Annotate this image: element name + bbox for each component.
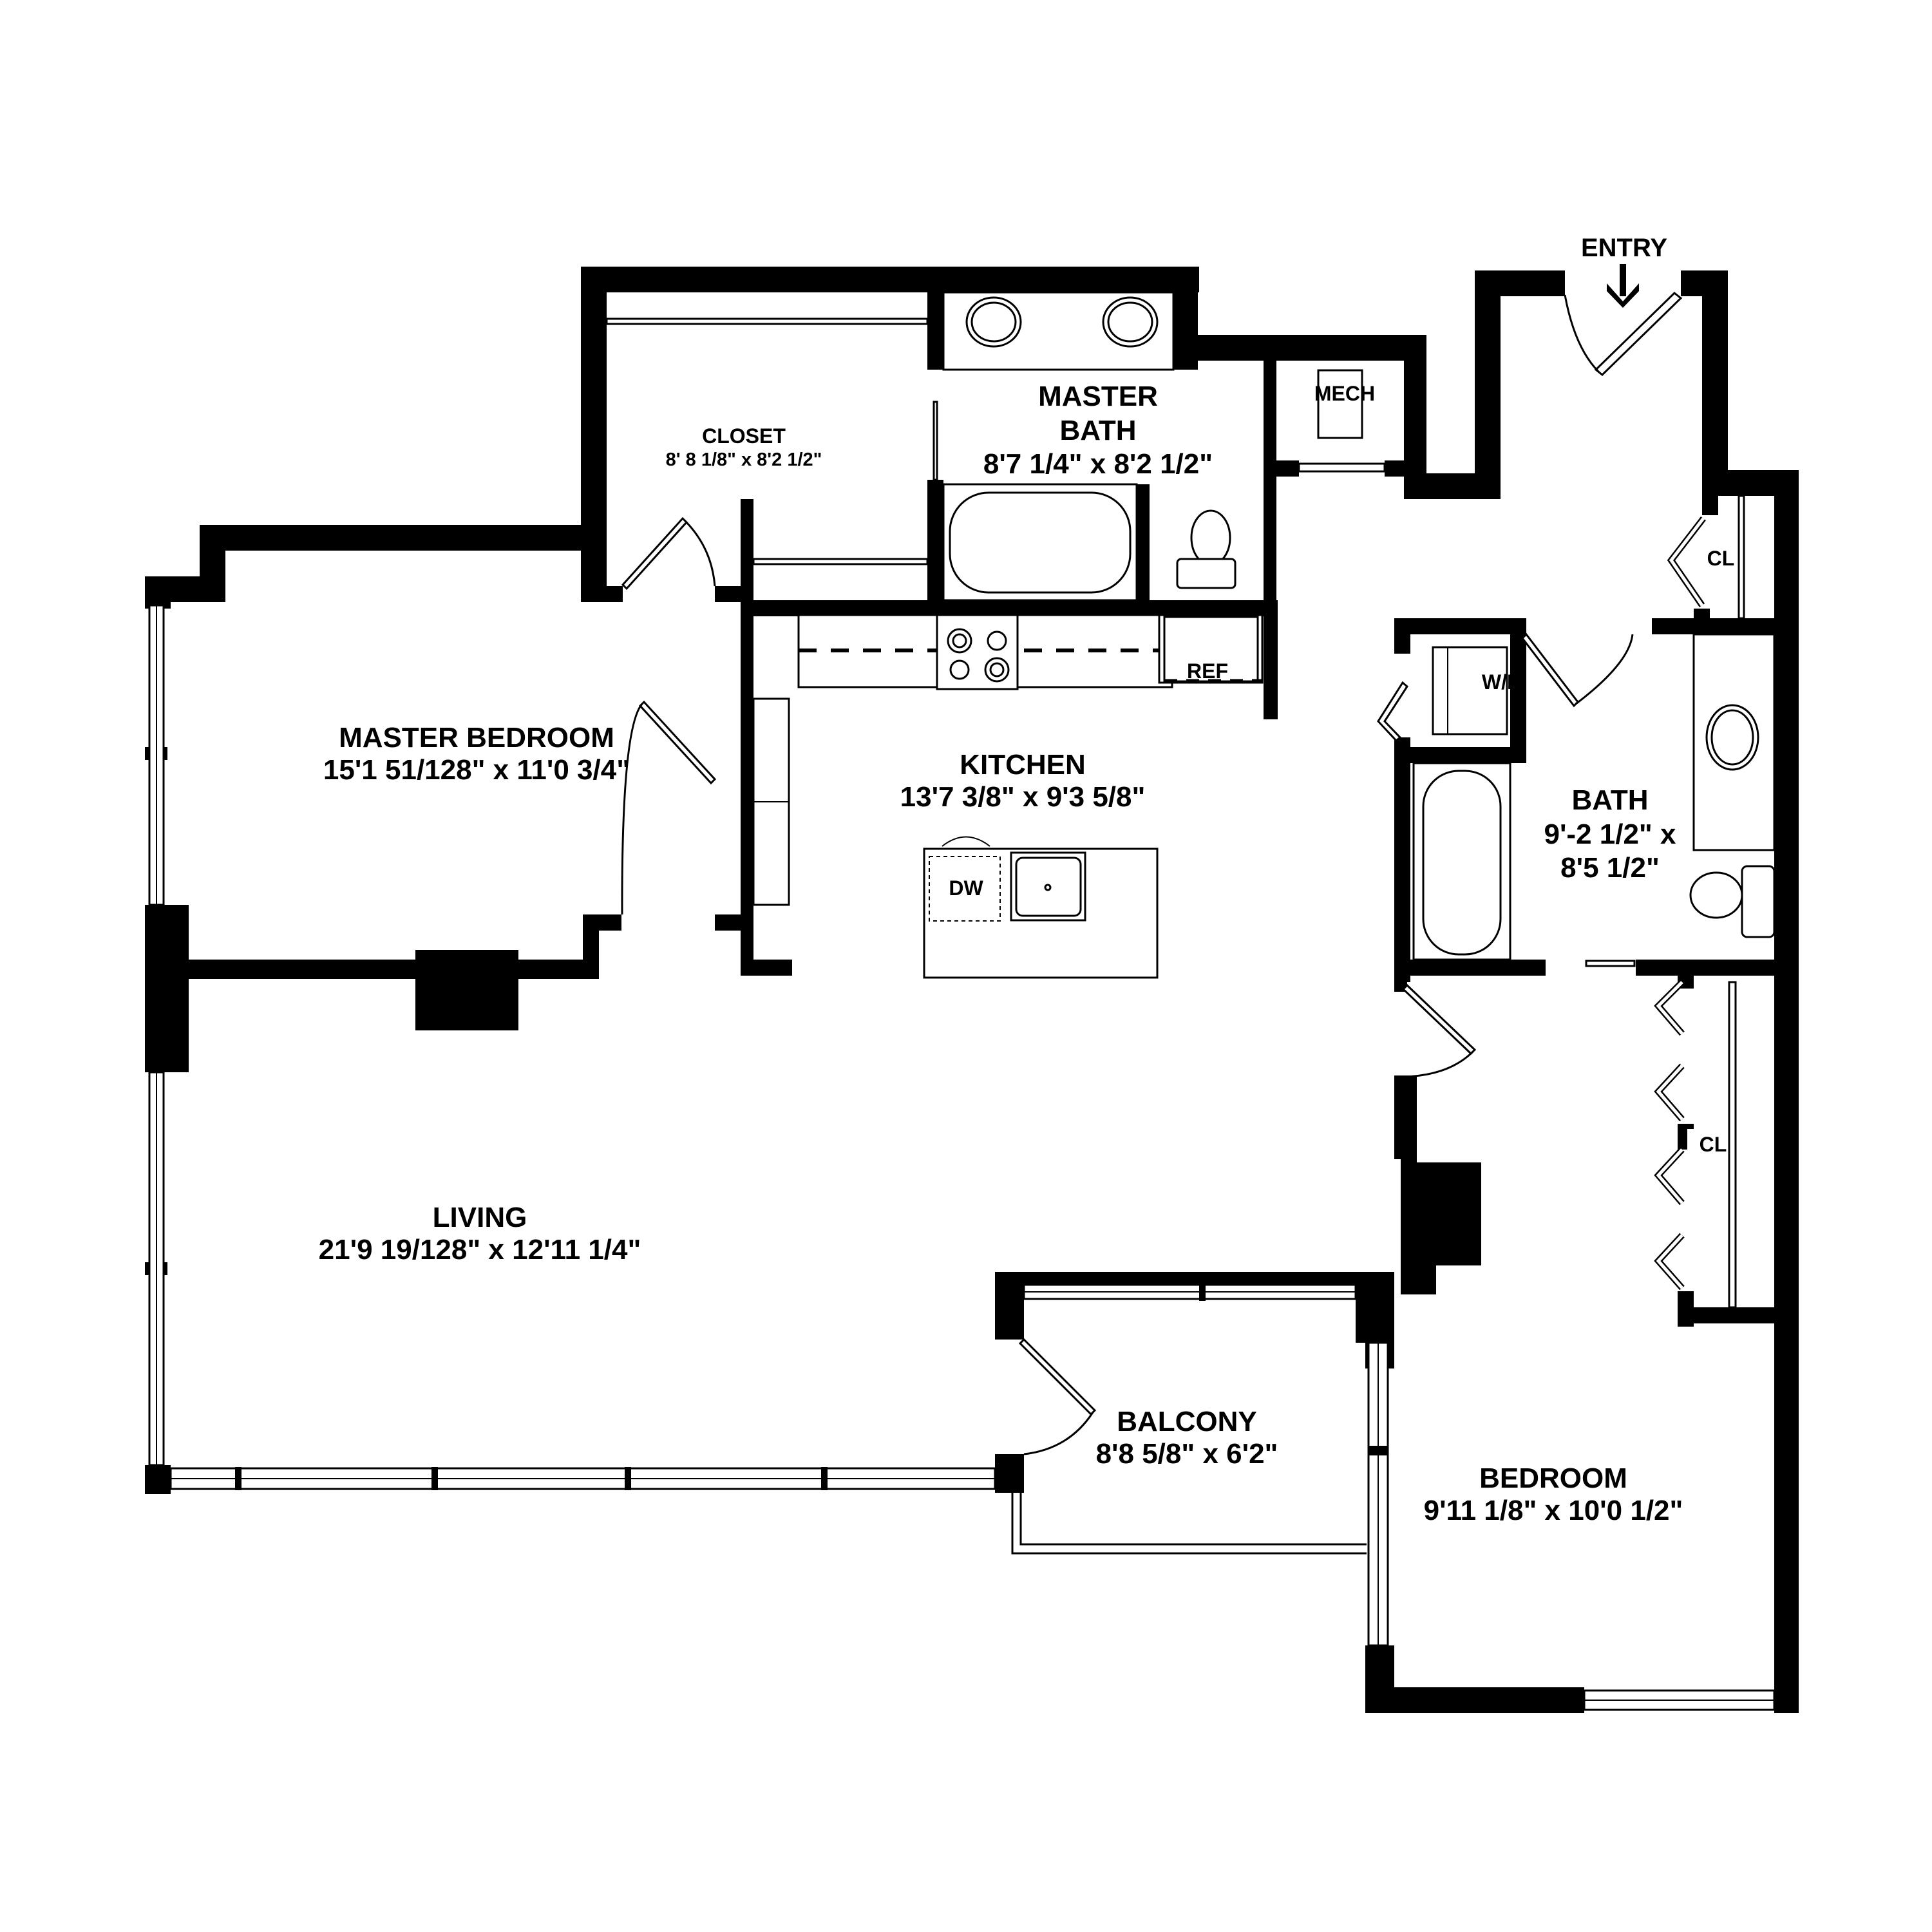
master-bath-dimensions: 8'7 1/4" x 8'2 1/2" — [983, 448, 1213, 480]
doors — [621, 292, 1706, 1455]
bathtub-icon — [1422, 770, 1502, 956]
range-icon — [936, 614, 1019, 690]
entry-label: ENTRY — [1581, 234, 1667, 262]
windows — [148, 462, 1776, 1711]
master-bedroom-door[interactable] — [621, 700, 717, 915]
bedroom-closet-label: CL — [1700, 1133, 1727, 1156]
entry-closet-door[interactable] — [1667, 516, 1706, 607]
bedroom-closet-doors[interactable] — [1654, 980, 1685, 1291]
fixtures — [605, 291, 1776, 1309]
ref-label: REF — [1187, 659, 1228, 683]
bedroom-door[interactable] — [1401, 983, 1477, 1078]
entry-closet-label: CL — [1707, 547, 1735, 570]
arrow-down-icon — [1607, 264, 1639, 308]
master-bedroom-name: MASTER BEDROOM — [339, 722, 614, 753]
bath-name: BATH — [1572, 784, 1649, 816]
bathtub-icon — [949, 491, 1132, 594]
washer-dryer-icon — [1432, 646, 1508, 735]
bedroom-name: BEDROOM — [1479, 1463, 1627, 1494]
living-name: LIVING — [433, 1202, 527, 1233]
toilet-icon — [1689, 871, 1743, 919]
bath-dimensions-1: 9'-2 1/2" x — [1544, 819, 1676, 850]
dw-label: DW — [949, 876, 983, 900]
master-bedroom-dimensions: 15'1 51/128" x 11'0 3/4" — [323, 754, 630, 786]
master-bath-name-1: MASTER — [1038, 381, 1158, 412]
kitchen-name: KITCHEN — [960, 749, 1086, 781]
bedroom-dimensions: 9'11 1/8" x 10'0 1/2" — [1424, 1495, 1683, 1526]
balcony-door[interactable] — [1018, 1338, 1097, 1455]
toilet-icon — [1190, 509, 1231, 566]
closet-dimensions: 8' 8 1/8" x 8'2 1/2" — [666, 450, 822, 470]
bath-dimensions-2: 8'5 1/2" — [1560, 852, 1660, 884]
wd-label: W/D — [1482, 670, 1522, 694]
mech-name: MECH — [1314, 382, 1375, 405]
balcony-dimensions: 8'8 5/8" x 6'2" — [1096, 1438, 1278, 1470]
living-dimensions: 21'9 19/128" x 12'11 1/4" — [319, 1234, 641, 1265]
kitchen-dimensions: 13'7 3/8" x 9'3 5/8" — [900, 781, 1146, 813]
bath-door[interactable] — [1521, 632, 1634, 708]
wd-door[interactable] — [1377, 681, 1408, 743]
balcony-name: BALCONY — [1117, 1406, 1257, 1437]
labels: ENTRY CLOSET 8' 8 1/8" x 8'2 1/2" MASTER… — [319, 234, 1735, 1526]
entry-door[interactable] — [1564, 292, 1683, 376]
master-bath-name-2: BATH — [1060, 415, 1137, 446]
closet-name: CLOSET — [702, 424, 786, 448]
closet-door[interactable] — [621, 516, 716, 591]
